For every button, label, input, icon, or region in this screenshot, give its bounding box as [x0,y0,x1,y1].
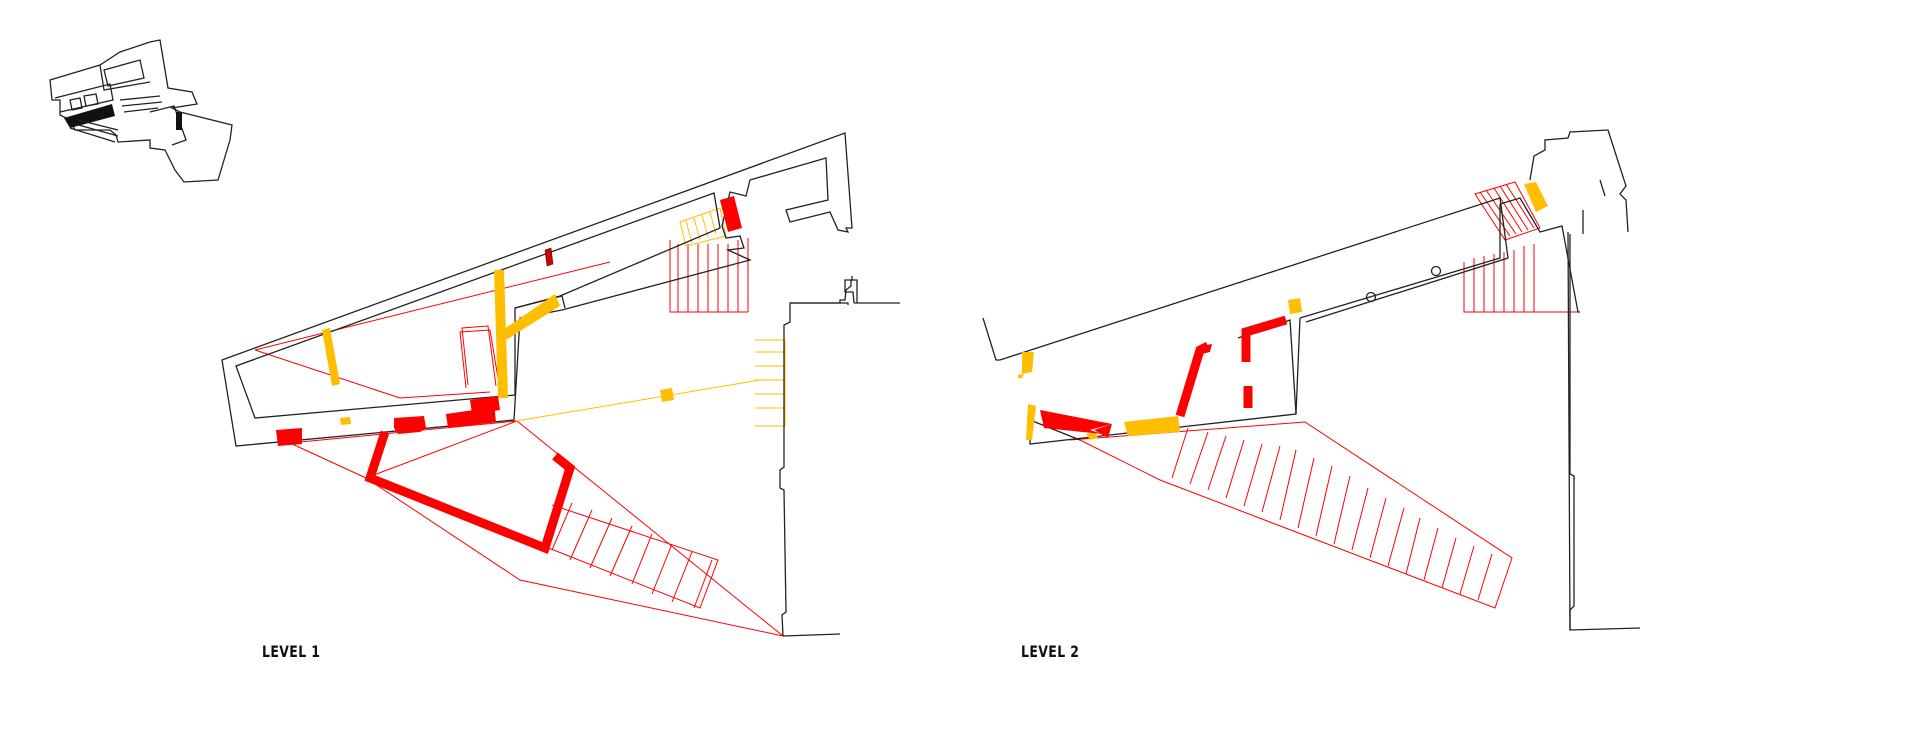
level-1-walls [221,132,900,637]
level-2-removed-elements [1040,315,1288,438]
level-1-removed-elements [276,196,742,554]
site-key-plan-icon [49,39,233,183]
level-2-added-elements [1018,182,1548,440]
level-2-walls [982,129,1641,631]
level-1-label: LEVEL 1 [262,642,321,661]
level-2-plan [982,129,1641,631]
level-1-yellow-lines [515,207,786,427]
level-2-red-stair-zone [1069,181,1578,609]
level-1-added-elements [322,270,674,425]
level-2-label: LEVEL 2 [1021,642,1080,661]
level-1-plan [221,132,900,637]
level-1-red-stair-zone [254,238,784,637]
